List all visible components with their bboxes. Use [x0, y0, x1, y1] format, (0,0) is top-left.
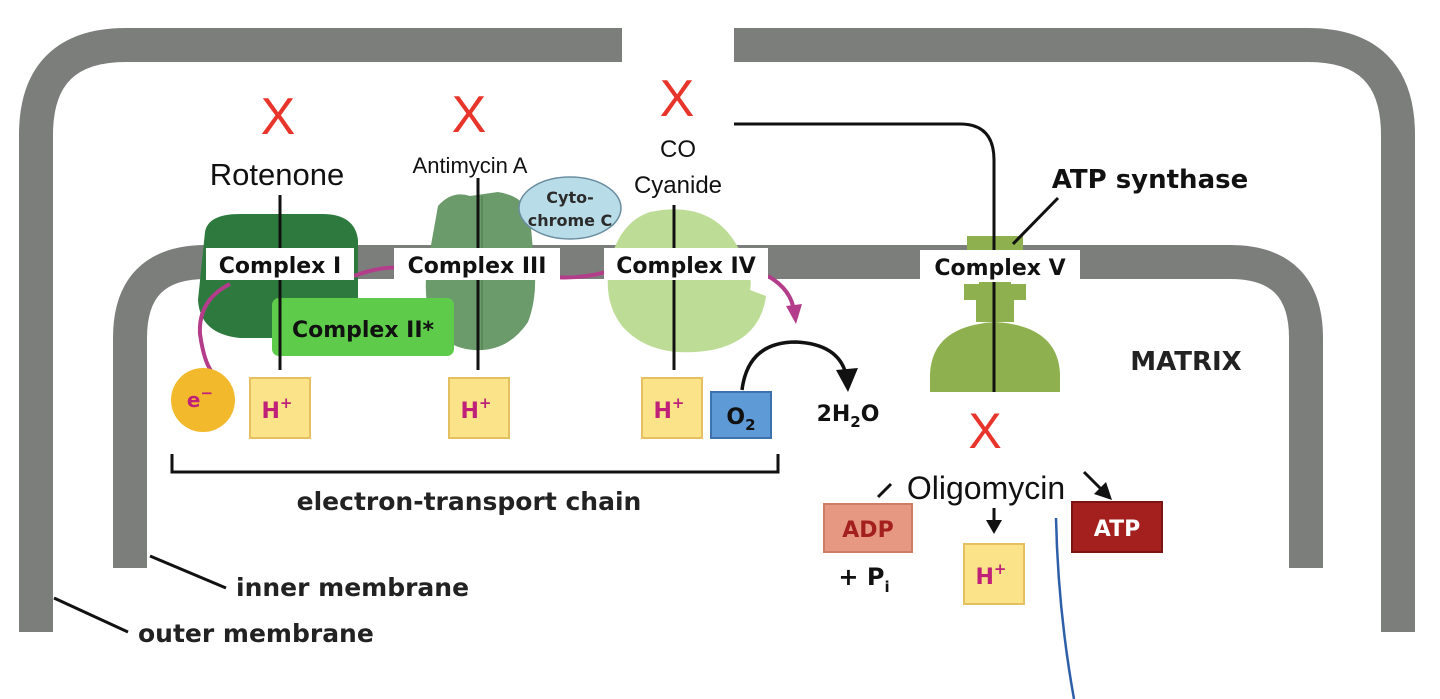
adp-to-synthase-line — [876, 482, 893, 499]
svg-text:H+: H+ — [654, 394, 685, 424]
oxygen-to-water-arrowhead — [836, 368, 858, 392]
proton-box-2: H+ — [448, 377, 510, 439]
cyanide-label: Cyanide — [634, 172, 722, 199]
proton-box-3: H+ — [641, 377, 703, 439]
oligomycin-line — [734, 122, 996, 392]
rotenone-block-mark: X — [261, 88, 296, 146]
cytochrome-c-shape — [518, 176, 622, 240]
blue-annotation-line — [1054, 517, 1076, 699]
proton-box-4: H+ — [963, 543, 1025, 605]
oligomycin-label: Oligomycin — [907, 470, 1065, 506]
outer-membrane-label: outer membrane — [138, 619, 374, 648]
co-label: CO — [660, 136, 696, 163]
cytochrome-c-label-line2: chrome C — [528, 211, 613, 230]
to-atp-arrowhead — [1094, 482, 1112, 500]
svg-text:H+: H+ — [976, 560, 1007, 590]
rotenone-label: Rotenone — [210, 157, 344, 192]
complex-iv-label: Complex IV — [616, 254, 755, 279]
complex-iv-shape — [607, 209, 766, 353]
svg-text:H+: H+ — [461, 394, 492, 424]
complex-v-label-box: Complex V — [920, 250, 1080, 282]
to-atp-arrow — [1082, 470, 1104, 492]
electron-path — [197, 282, 231, 374]
adp-label: ADP — [842, 518, 893, 543]
electron-path-arrowhead — [786, 304, 802, 324]
water-label: 2H2O — [817, 402, 880, 431]
cyanide-block-mark: X — [660, 70, 695, 128]
electron-shape — [171, 368, 235, 432]
matrix-label: MATRIX — [1130, 347, 1241, 377]
complex-iii-label-box: Complex III — [394, 248, 560, 280]
atp-box: ATP — [1071, 501, 1163, 553]
complex-i-label-box: Complex I — [206, 248, 354, 280]
etc-label: electron-transport chain — [297, 487, 642, 516]
proton-box-1: H+ — [249, 377, 311, 439]
outer-membrane-pointer — [53, 596, 129, 634]
atp-label: ATP — [1094, 517, 1140, 542]
phosphate-label: + Pi — [838, 563, 889, 596]
complex-iii-label: Complex III — [408, 254, 547, 279]
atp-synthase-pointer — [1011, 196, 1060, 246]
inner-membrane-pointer — [149, 554, 227, 590]
complex-ii-shape — [272, 298, 454, 356]
oxygen-box: O2 — [710, 391, 772, 439]
svg-text:O2: O2 — [726, 405, 755, 434]
oligomycin-block-mark: X — [968, 403, 1001, 459]
etc-bracket — [170, 454, 780, 474]
atp-synthase-label: ATP synthase — [1052, 165, 1248, 195]
electron-label: e− — [187, 384, 213, 412]
svg-text:H+: H+ — [262, 394, 293, 424]
inner-membrane-label: inner membrane — [236, 573, 469, 602]
complex-v-label: Complex V — [934, 256, 1065, 281]
complex-ii-label: Complex II* — [292, 318, 435, 343]
complex-iv-label-box: Complex IV — [604, 248, 768, 280]
antimycin-block-mark: X — [452, 86, 487, 144]
complex-i-label: Complex I — [219, 254, 341, 279]
adp-box: ADP — [823, 503, 913, 553]
cytochrome-c-label-line1: Cyto- — [546, 188, 593, 207]
to-proton-arrowhead — [986, 520, 1002, 534]
oxygen-to-water-arrow — [740, 340, 848, 391]
antimycin-label: Antimycin A — [413, 153, 528, 178]
